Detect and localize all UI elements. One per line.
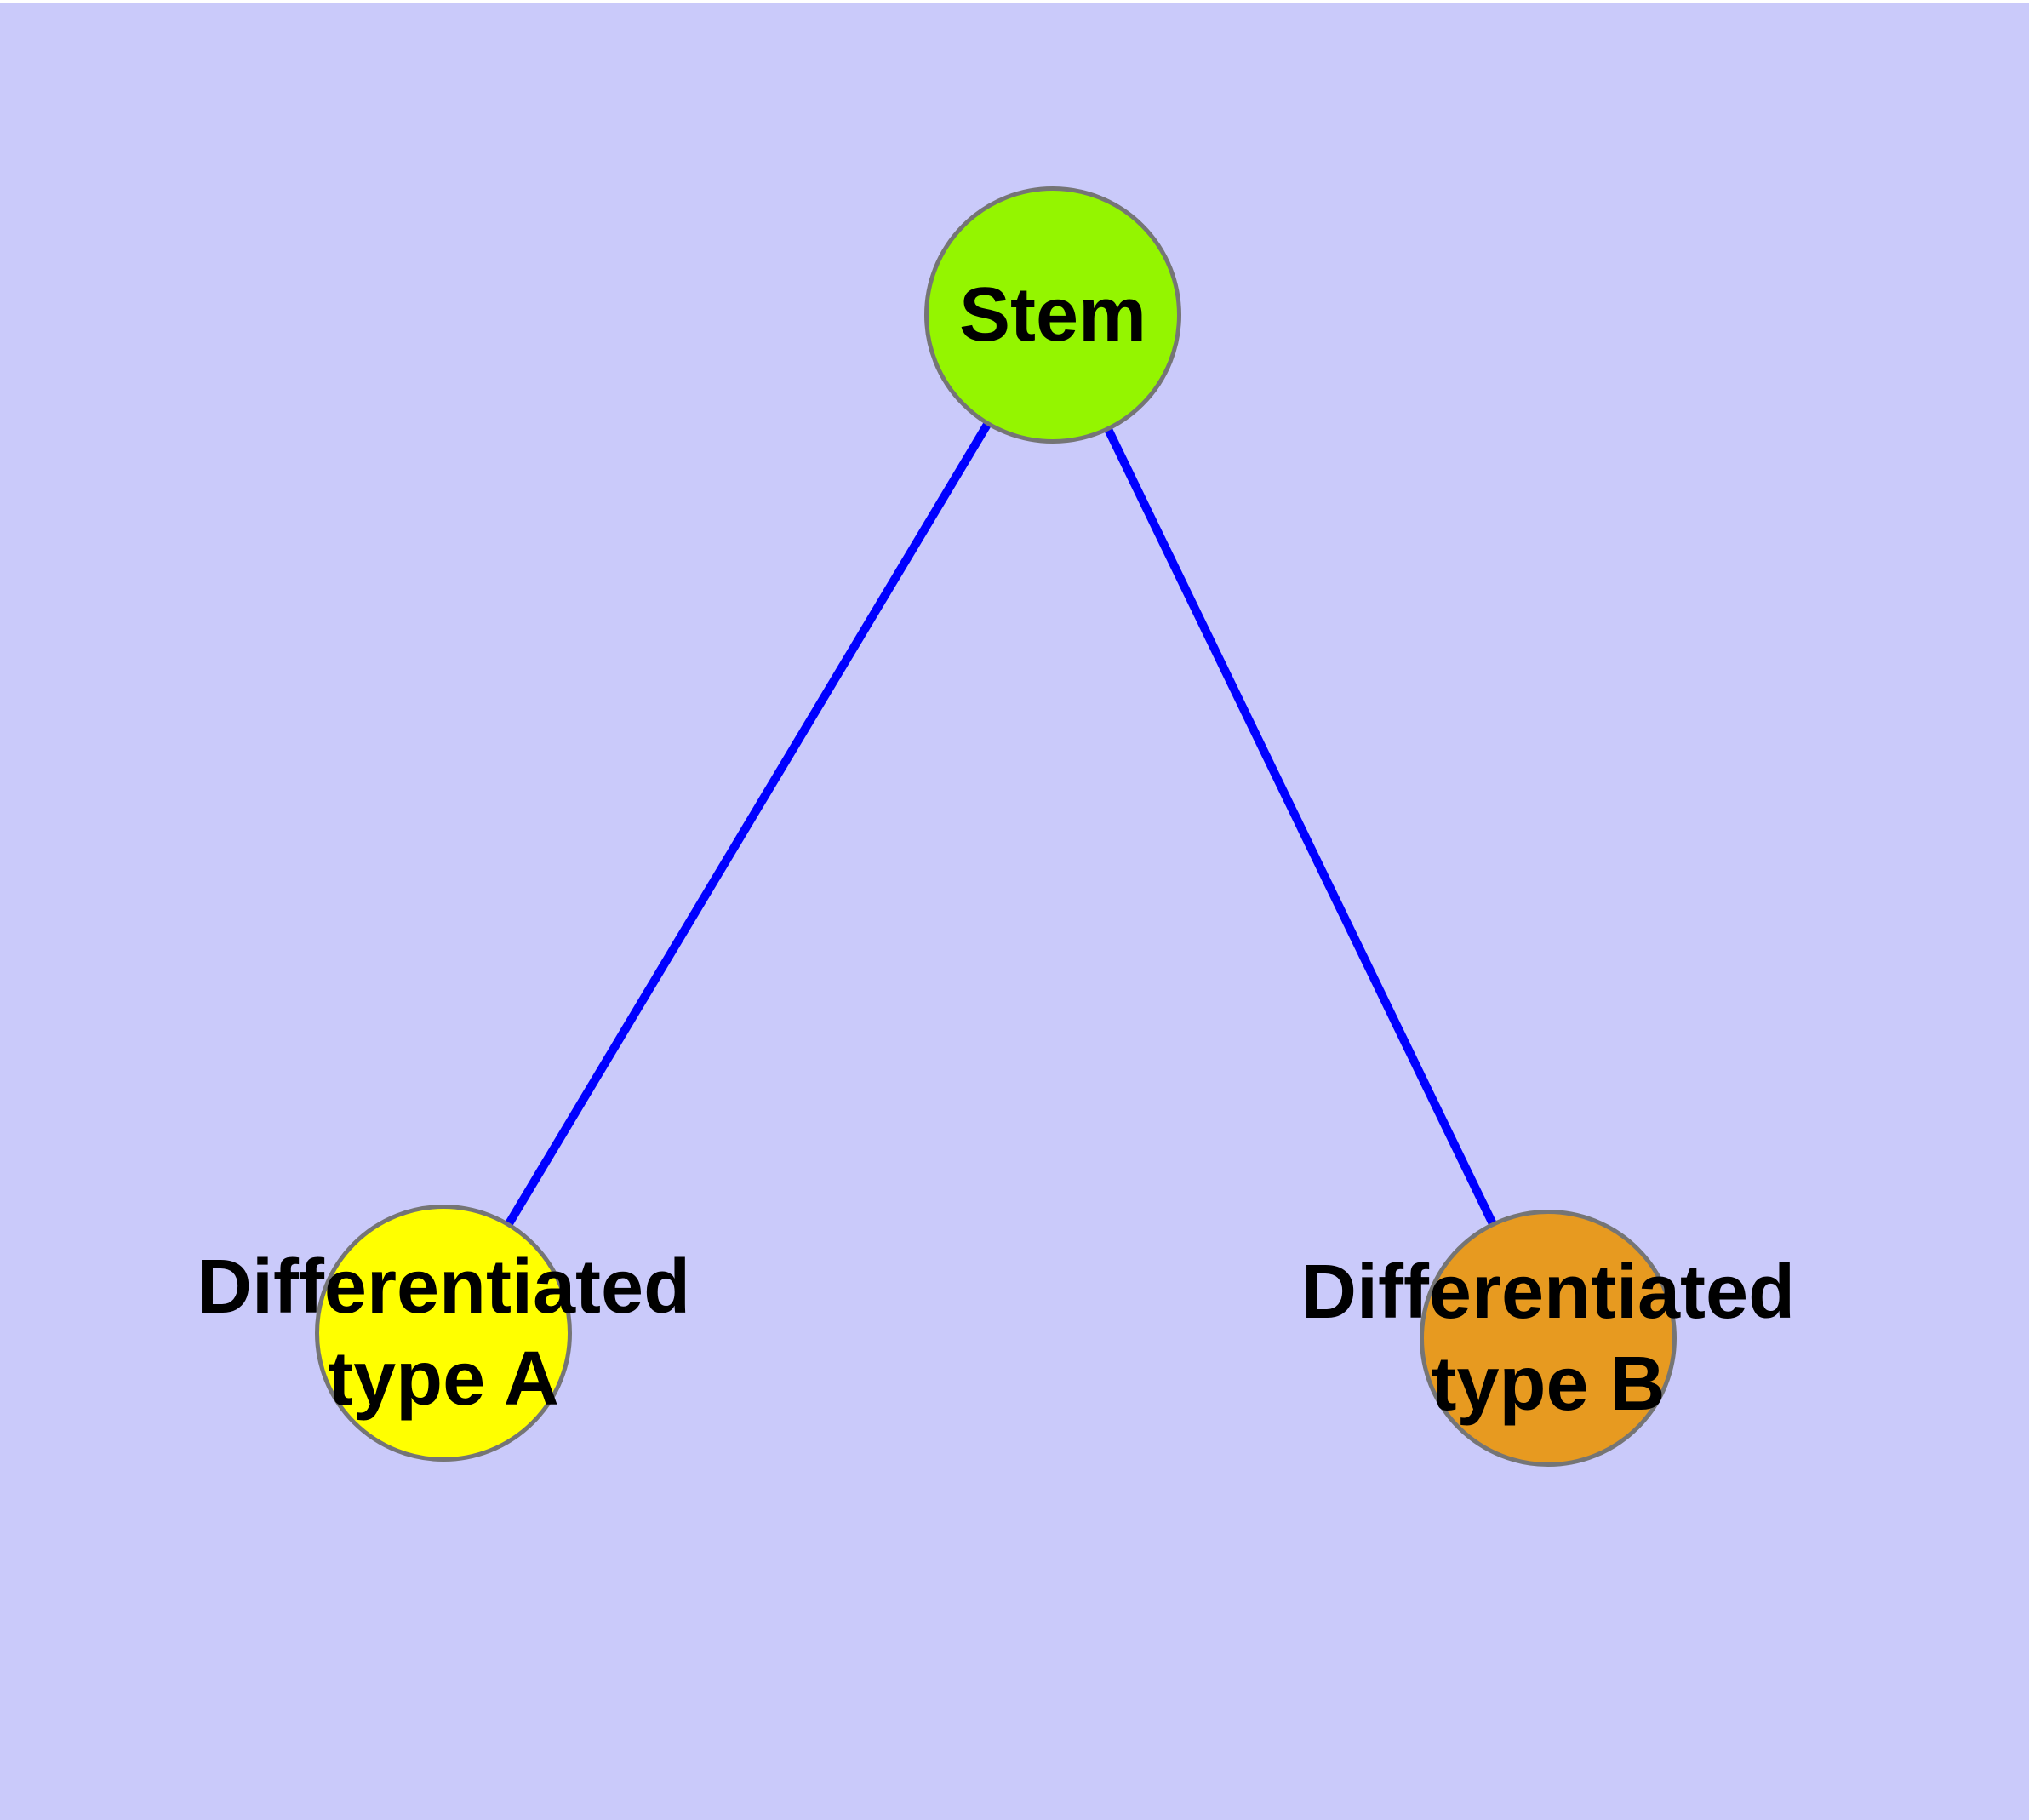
node-differentiated-type-b: Differentiated type B xyxy=(1301,1210,1795,1467)
node-differentiated-type-a-label: Differentiated type A xyxy=(196,1245,691,1422)
node-differentiated-type-a: Differentiated type A xyxy=(197,1205,690,1462)
top-edge-strip xyxy=(0,0,2029,3)
edge-stem-to-type-a xyxy=(439,312,1057,1336)
node-stem: Stem xyxy=(924,186,1181,444)
node-differentiated-type-b-label: Differentiated type B xyxy=(1300,1250,1796,1427)
edge-stem-to-type-b xyxy=(1049,312,1552,1341)
node-stem-label: Stem xyxy=(958,272,1147,358)
